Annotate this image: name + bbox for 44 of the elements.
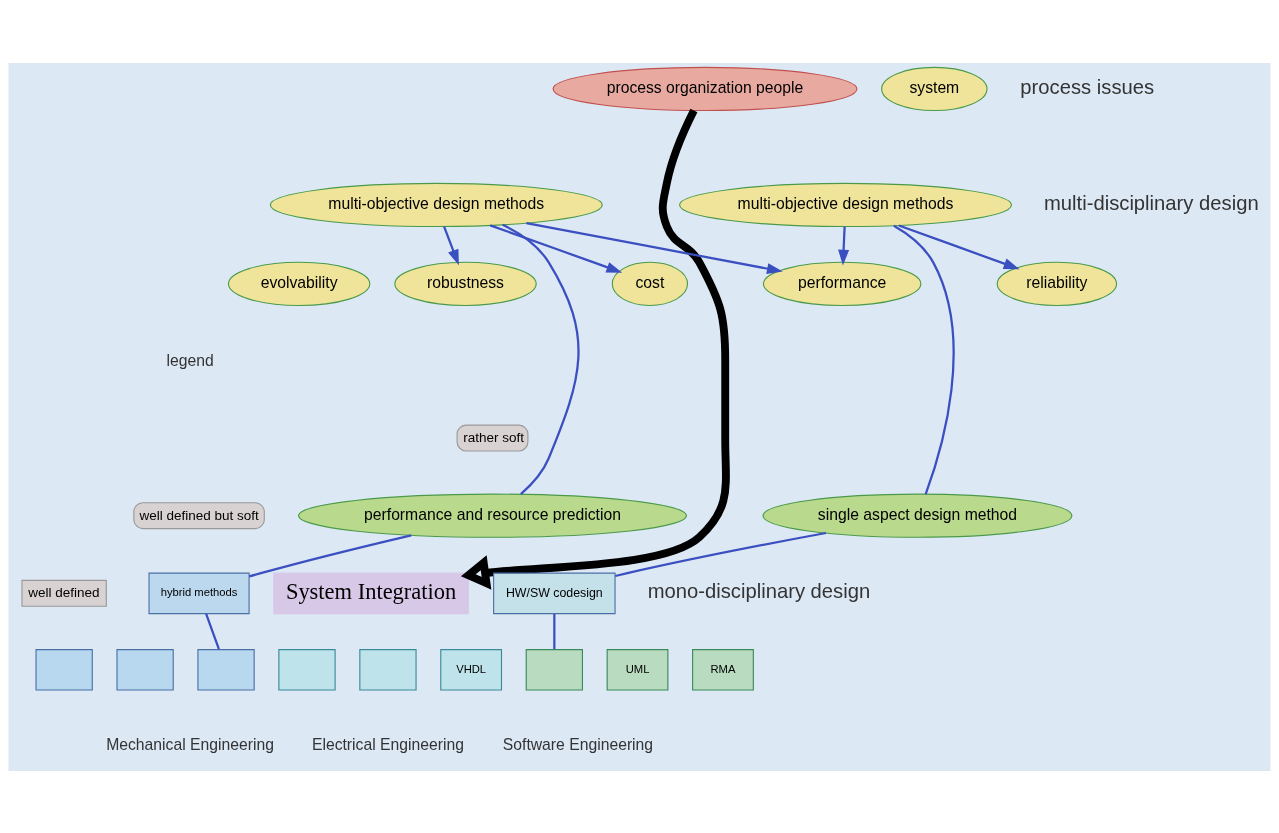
legend-label: well defined (28, 584, 100, 600)
label: Mechanical Engineering (106, 735, 274, 753)
node-box (359, 648, 417, 691)
legend-label: rather soft (463, 429, 524, 445)
node-ellipse: evolvability (227, 261, 371, 306)
node-box: HW/SW codesign (493, 572, 616, 614)
arrow (489, 223, 623, 273)
node-box (116, 648, 174, 691)
arrow (443, 225, 459, 265)
arrow (838, 226, 850, 266)
node-box (525, 648, 583, 691)
connector (248, 533, 412, 578)
node-ellipse: robustness (394, 261, 537, 306)
node-ellipse: cost (611, 261, 689, 306)
node-ellipse: performance and resource prediction (297, 493, 688, 538)
node-box (35, 648, 93, 691)
node-box: VHDL (440, 648, 503, 691)
node-box: RMA (692, 648, 754, 691)
node-box: UML (606, 648, 669, 691)
node-box (278, 648, 336, 691)
connector (205, 613, 220, 649)
label: Electrical Engineering (311, 735, 464, 753)
label: process issues (1020, 75, 1155, 98)
connector (615, 531, 827, 577)
connector (553, 613, 556, 649)
arrow (526, 221, 783, 274)
legend-label: well defined but soft (139, 507, 259, 523)
label: multi-disciplinary design (1044, 191, 1259, 214)
label: mono-disciplinary design (647, 579, 871, 602)
arrow (898, 223, 1020, 269)
connector (502, 223, 580, 495)
connector (893, 224, 955, 494)
node-ellipse: system (881, 66, 988, 111)
label: legend (166, 351, 214, 369)
arrow (460, 108, 730, 590)
node-box: System Integration (273, 572, 469, 614)
node-ellipse: reliability (996, 261, 1118, 306)
node-ellipse: process organization people (552, 66, 858, 111)
label: Software Engineering (502, 735, 654, 753)
node-box: hybrid methods (148, 572, 250, 614)
node-ellipse: multi-objective design methods (269, 182, 603, 227)
node-ellipse: single aspect design method (762, 493, 1073, 538)
node-ellipse: multi-objective design methods (679, 182, 1012, 227)
node-box (197, 648, 255, 691)
